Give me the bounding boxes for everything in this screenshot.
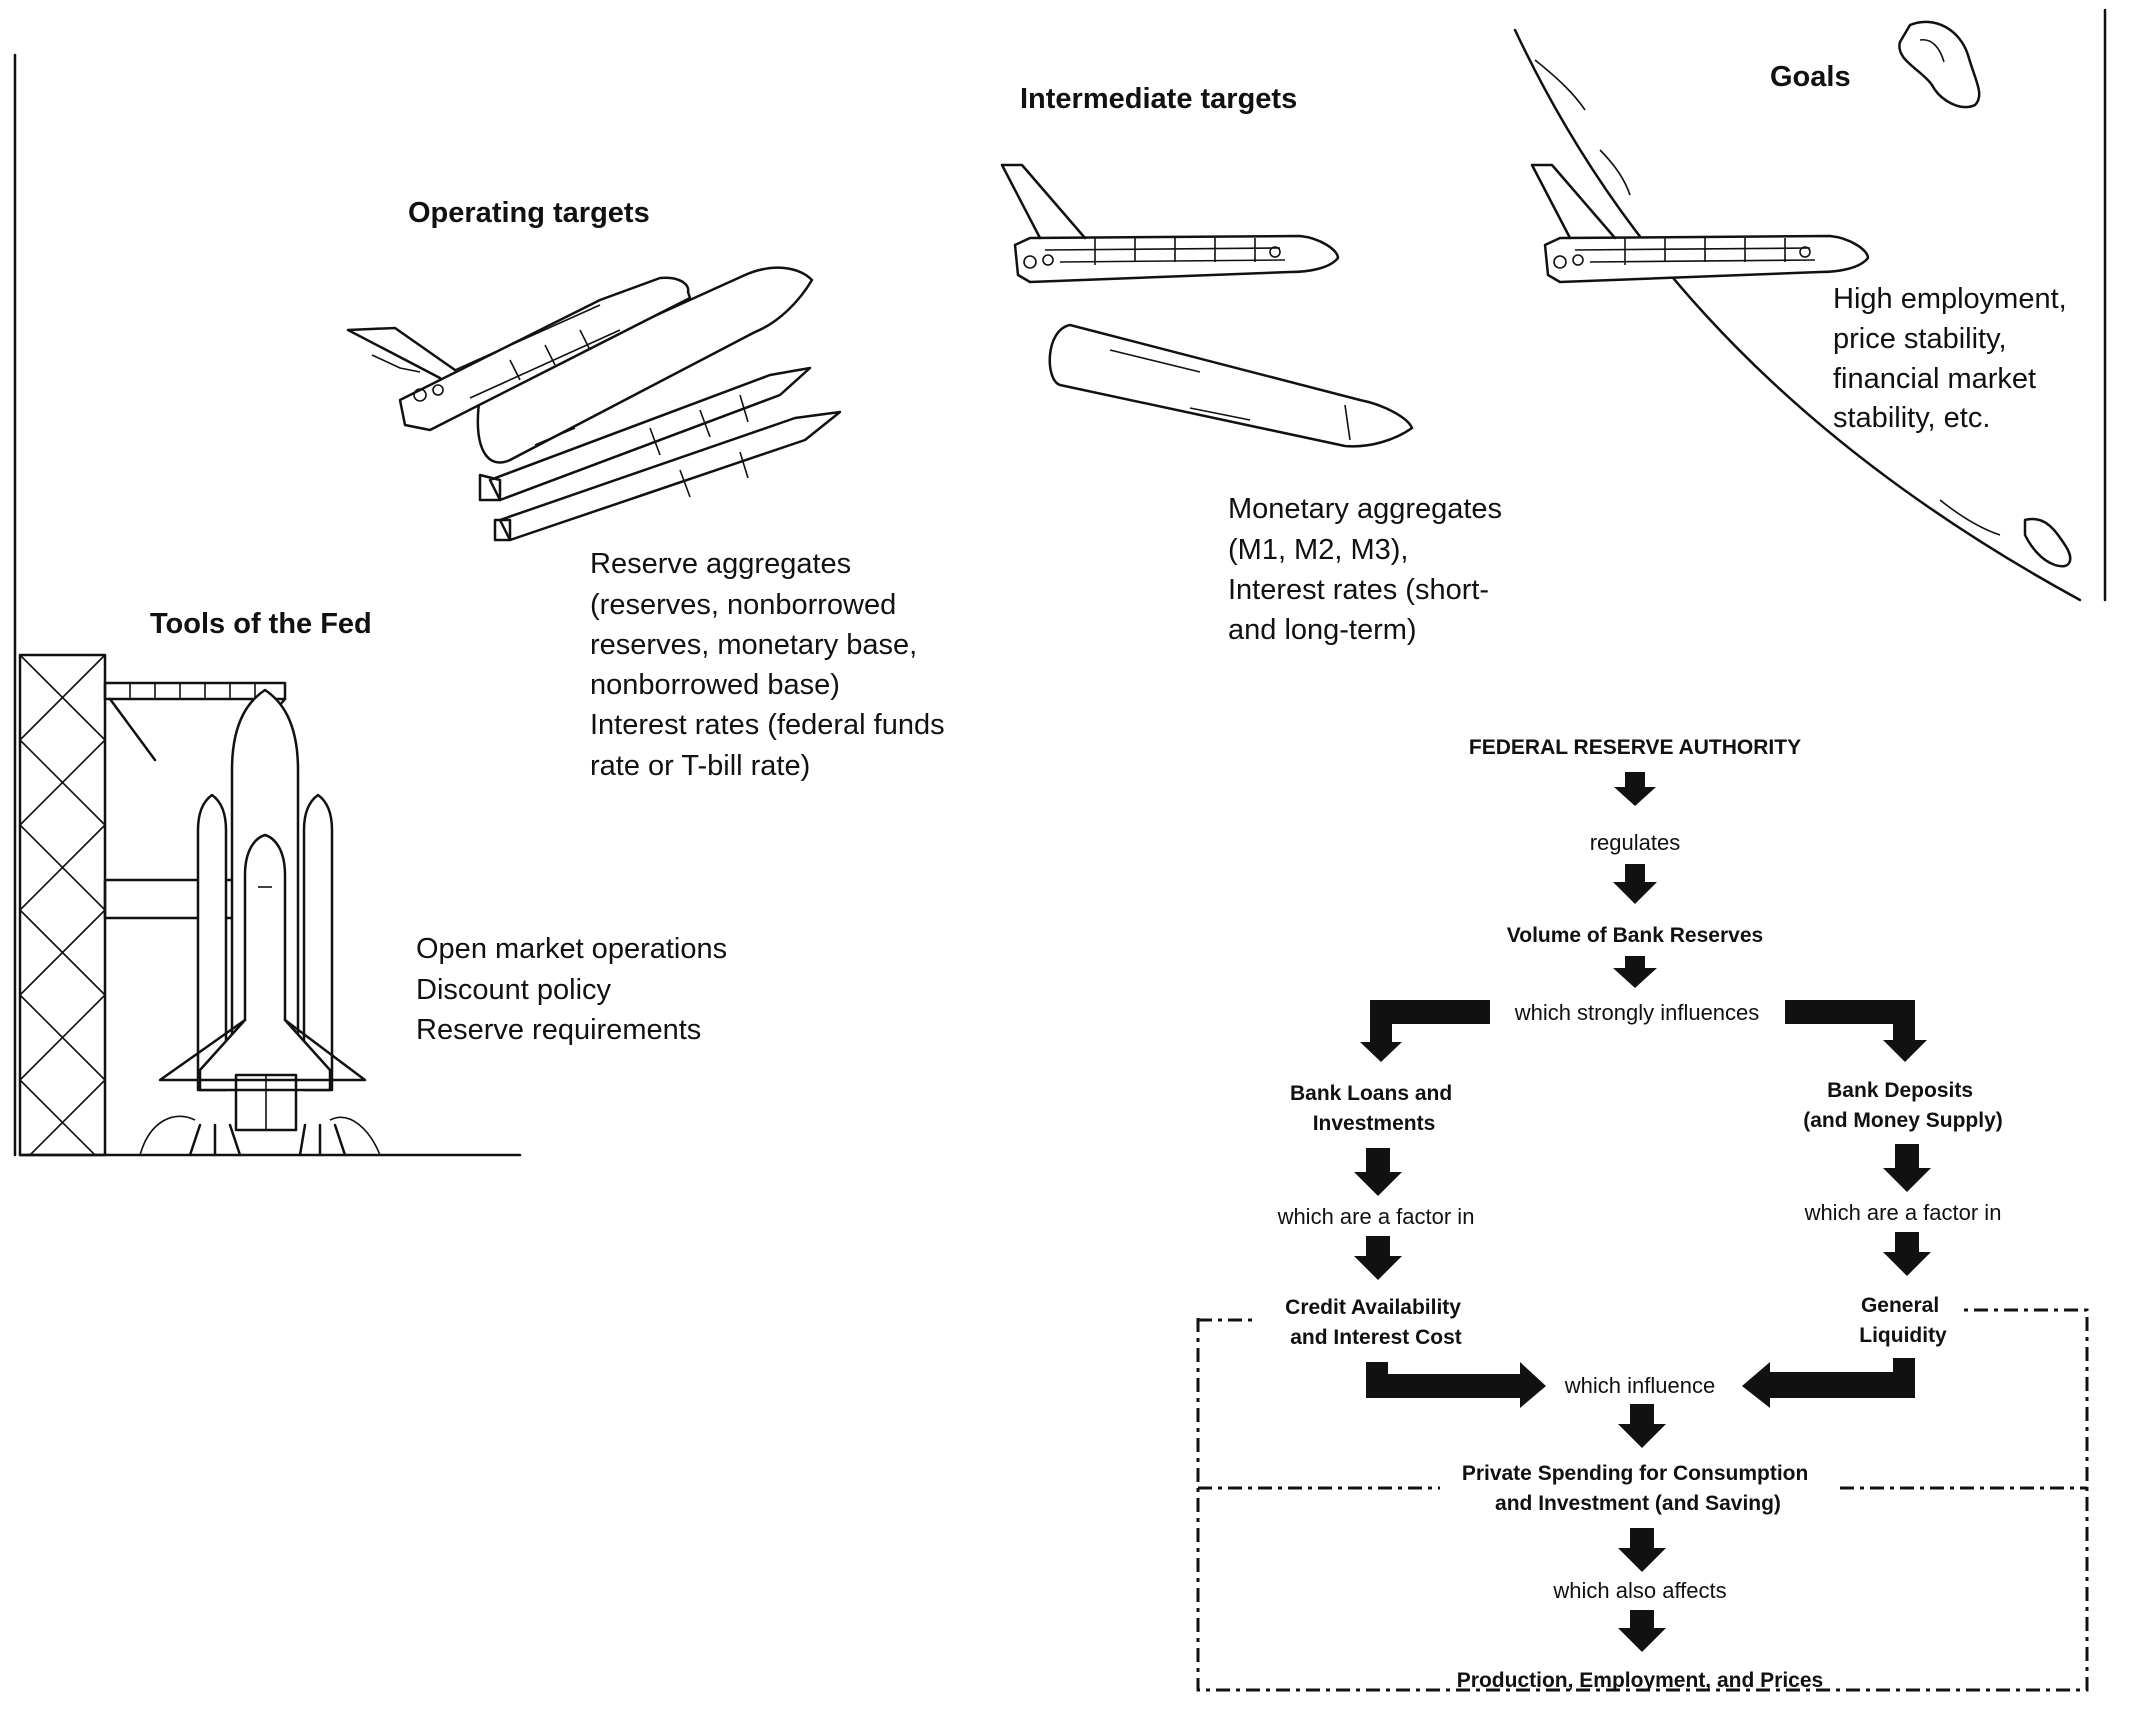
flow-bank-deposits: Bank Deposits (and Money Supply) [1803, 1079, 2003, 1132]
arrow-down-icon [1614, 772, 1656, 806]
operating-description: Reserve aggregates (reserves, nonborrowe… [590, 548, 953, 782]
arrow-down-icon [1354, 1236, 1402, 1280]
arrow-down-icon [1883, 1144, 1931, 1192]
split-arrow-right [1785, 1000, 1927, 1062]
launch-pad-illustration [18, 653, 522, 1157]
flow-which-are-a-factor-in-right: which are a factor in [1804, 1200, 2002, 1225]
flow-which-influence: which influence [1564, 1373, 1715, 1398]
flow-general-liquidity: General Liquidity [1859, 1294, 1947, 1347]
flow-credit-availability: Credit Availability and Interest Cost [1285, 1296, 1467, 1349]
flow-bank-loans-and-investments: Bank Loans and Investments [1290, 1082, 1458, 1135]
flow-which-also-affects: which also affects [1552, 1578, 1726, 1603]
arrow-down-icon [1613, 864, 1657, 904]
flowchart-dashed-frame [1196, 1308, 2089, 1692]
merge-arrow-right [1366, 1362, 1546, 1408]
shuttle-separation-illustration [1000, 163, 1414, 448]
arrow-down-icon [1618, 1610, 1666, 1652]
merge-arrow-left [1742, 1358, 1915, 1408]
earth-horizon [1513, 8, 2107, 602]
intermediate-description: Monetary aggregates (M1, M2, M3), Intere… [1228, 493, 1510, 646]
flow-which-strongly-influences: which strongly influences [1514, 1000, 1760, 1025]
split-arrow-left [1360, 1000, 1490, 1062]
stage-title-intermediate: Intermediate targets [1020, 83, 1297, 115]
tools-description: Open market operations Discount policy R… [416, 933, 735, 1046]
fed-flowchart: FEDERAL RESERVE AUTHORITY regulates Volu… [1196, 736, 2089, 1692]
shuttle-launch-illustration [346, 266, 842, 542]
stage-title-tools: Tools of the Fed [150, 608, 372, 640]
stage-title-operating: Operating targets [408, 197, 650, 229]
arrow-down-icon [1618, 1404, 1666, 1448]
arrow-down-icon [1613, 956, 1657, 988]
arrow-down-icon [1354, 1148, 1402, 1196]
flow-private-spending: Private Spending for Consumption and Inv… [1462, 1462, 1814, 1515]
goals-description: High employment, price stability, financ… [1833, 283, 2075, 434]
shuttle-orbit-illustration [1530, 163, 1870, 284]
flow-regulates: regulates [1590, 830, 1681, 855]
cloud-icon [1898, 20, 1981, 109]
arrow-down-icon [1618, 1528, 1666, 1572]
flow-production-employment-prices: Production, Employment, and Prices [1457, 1669, 1823, 1692]
cloud-icon [2023, 517, 2072, 568]
stage-title-goals: Goals [1770, 61, 1851, 93]
arrow-down-icon [1883, 1232, 1931, 1276]
flow-volume-of-bank-reserves: Volume of Bank Reserves [1507, 924, 1763, 947]
flow-which-are-a-factor-in-left: which are a factor in [1277, 1204, 1475, 1229]
flow-federal-reserve-authority: FEDERAL RESERVE AUTHORITY [1469, 736, 1801, 759]
